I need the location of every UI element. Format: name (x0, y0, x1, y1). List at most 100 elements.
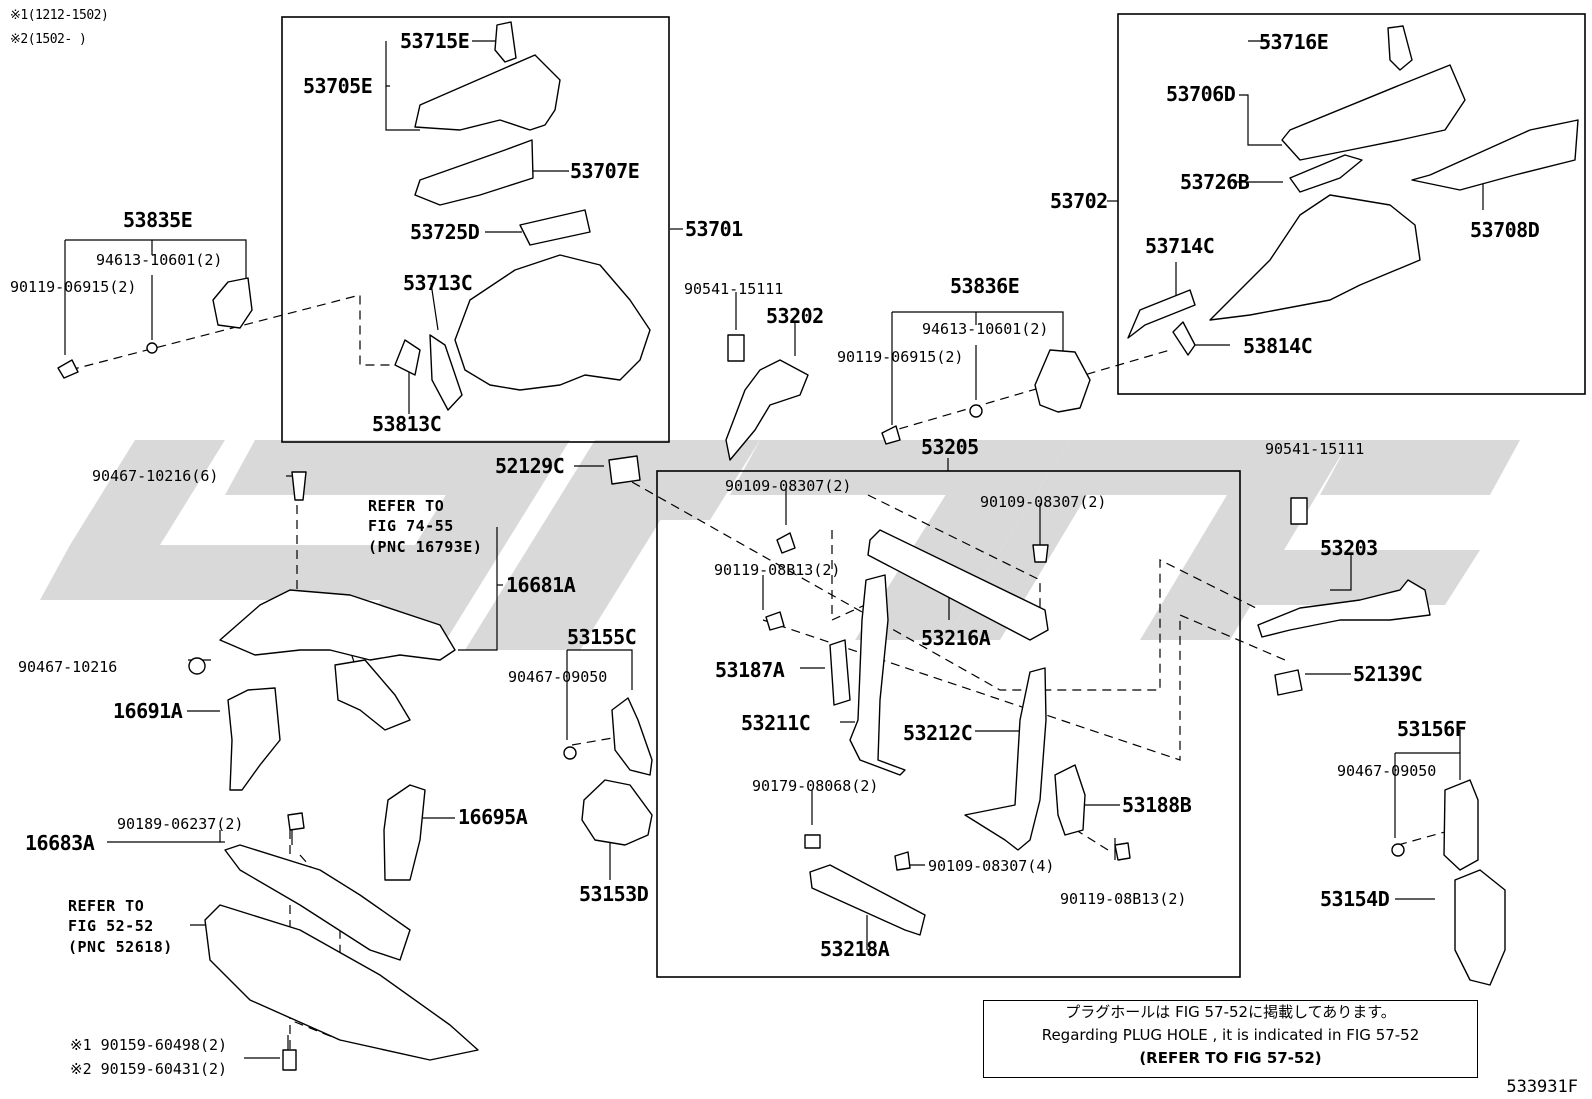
part-53153D (581, 779, 653, 846)
label-90159-60498[interactable]: ※1 90159-60498(2) (70, 1036, 228, 1054)
label-90467-09050-right[interactable]: 90467-09050 (1337, 762, 1437, 780)
label-53187A[interactable]: 53187A (715, 658, 785, 682)
label-90541-15111-right[interactable]: 90541-15111 (1265, 440, 1365, 458)
label-53702[interactable]: 53702 (1050, 189, 1108, 213)
label-53814C[interactable]: 53814C (1243, 334, 1313, 358)
label-90541-15111-left[interactable]: 90541-15111 (684, 280, 784, 298)
label-53708D[interactable]: 53708D (1470, 218, 1540, 242)
label-53154D[interactable]: 53154D (1320, 887, 1390, 911)
part-90541-right (1290, 497, 1308, 525)
label-53707E[interactable]: 53707E (570, 159, 640, 183)
label-53205[interactable]: 53205 (921, 435, 979, 459)
label-53155C[interactable]: 53155C (567, 625, 637, 649)
bolt-90109-a (776, 532, 796, 554)
label-53705E[interactable]: 53705E (303, 74, 373, 98)
refer-fig-74-55-line3: (PNC 16793E) (368, 538, 483, 556)
note-line-japanese: プラグホールは FIG 57-52に掲載してあります。 (1065, 1003, 1396, 1021)
part-53813C (394, 339, 421, 376)
label-53715E[interactable]: 53715E (400, 29, 470, 53)
part-53716E (1387, 25, 1413, 71)
watermark-logo (40, 440, 1520, 650)
label-53713C[interactable]: 53713C (403, 271, 473, 295)
label-53202[interactable]: 53202 (766, 304, 824, 328)
label-52139C[interactable]: 52139C (1353, 662, 1423, 686)
bolt-90109-c (894, 851, 911, 871)
label-53835E[interactable]: 53835E (123, 208, 193, 232)
nut-90179 (804, 834, 821, 849)
part-53705E (414, 54, 561, 131)
note-line-english: Regarding PLUG HOLE , it is indicated in… (1041, 1026, 1420, 1044)
label-53203[interactable]: 53203 (1320, 536, 1378, 560)
bolt-90119-b (1114, 842, 1131, 861)
label-90119-08B13-a[interactable]: 90119-08B13(2) (714, 561, 841, 579)
label-53813C[interactable]: 53813C (372, 412, 442, 436)
label-90119-06915-left[interactable]: 90119-06915(2) (10, 278, 137, 296)
refer-fig-74-55-line2[interactable]: FIG 74-55 (368, 517, 454, 535)
label-53153D[interactable]: 53153D (579, 882, 649, 906)
part-53216A (867, 529, 1049, 641)
part-53713C (454, 254, 651, 391)
label-16691A[interactable]: 16691A (113, 699, 183, 723)
label-53726B[interactable]: 53726B (1180, 170, 1250, 194)
part-16695A (383, 784, 426, 881)
part-52129C (608, 455, 641, 485)
refer-fig-74-55-line1: REFER TO (368, 497, 445, 515)
label-90189-06237[interactable]: 90189-06237(2) (117, 815, 244, 833)
label-90159-60431[interactable]: ※2 90159-60431(2) (70, 1060, 228, 1078)
plug-hole-note: プラグホールは FIG 57-52に掲載してあります。 Regarding PL… (983, 1000, 1478, 1078)
label-90467-09050-left[interactable]: 90467-09050 (508, 668, 608, 686)
part-53212C (964, 667, 1047, 851)
note-line-reference[interactable]: (REFER TO FIG 57-52) (1139, 1049, 1322, 1067)
label-53188B[interactable]: 53188B (1122, 793, 1192, 817)
label-90109-08307-b[interactable]: 90109-08307(2) (980, 493, 1107, 511)
label-90467-10216-6[interactable]: 90467-10216(6) (92, 467, 219, 485)
label-16681A[interactable]: 16681A (506, 573, 576, 597)
label-53706D[interactable]: 53706D (1166, 82, 1236, 106)
part-53218A (809, 864, 926, 936)
part-16683A (224, 844, 411, 961)
label-90119-06915-right[interactable]: 90119-06915(2) (837, 348, 964, 366)
refer-fig-52-52-line1: REFER TO (68, 897, 145, 915)
refer-fig-52-52-line2[interactable]: FIG 52-52 (68, 917, 154, 935)
label-53716E[interactable]: 53716E (1259, 30, 1329, 54)
bolt-90159 (282, 1049, 297, 1071)
label-90119-08B13-b[interactable]: 90119-08B13(2) (1060, 890, 1187, 908)
part-53707E (414, 139, 534, 206)
label-53212C[interactable]: 53212C (903, 721, 973, 745)
label-53216A[interactable]: 53216A (921, 626, 991, 650)
part-53725D (519, 209, 591, 246)
label-90467-10216[interactable]: 90467-10216 (18, 658, 118, 676)
label-52129C[interactable]: 52129C (495, 454, 565, 478)
label-90109-08307-a[interactable]: 90109-08307(2) (725, 477, 852, 495)
label-53714C[interactable]: 53714C (1145, 234, 1215, 258)
washer-right (969, 404, 983, 418)
clip-90467-09050-r (1391, 843, 1405, 857)
part-52139C (1274, 669, 1303, 696)
label-90109-08307-4[interactable]: 90109-08307(4) (928, 857, 1055, 875)
label-53156F[interactable]: 53156F (1397, 717, 1467, 741)
part-53715E (494, 21, 517, 63)
leader-lines (64, 40, 1484, 1060)
part-53708D (1411, 119, 1579, 191)
label-94613-10601-right[interactable]: 94613-10601(2) (922, 320, 1049, 338)
part-53202 (725, 359, 809, 461)
label-53218A[interactable]: 53218A (820, 937, 890, 961)
part-53188B (1054, 764, 1086, 836)
label-53725D[interactable]: 53725D (410, 220, 480, 244)
label-94613-10601-left[interactable]: 94613-10601(2) (96, 251, 223, 269)
bolt-90119-a (765, 611, 785, 631)
label-53836E[interactable]: 53836E (950, 274, 1020, 298)
label-53701[interactable]: 53701 (685, 217, 743, 241)
label-53211C[interactable]: 53211C (741, 711, 811, 735)
part-wheel-house (1209, 194, 1421, 321)
legend-line-2: ※2(1502- ) (10, 32, 87, 47)
label-16683A[interactable]: 16683A (25, 831, 95, 855)
label-16695A[interactable]: 16695A (458, 805, 528, 829)
clip-90467-09050-l (563, 746, 577, 760)
bolt-right (881, 425, 901, 445)
frame-53702 (1117, 13, 1586, 395)
bolt-left (57, 359, 79, 379)
label-90179-08068[interactable]: 90179-08068(2) (752, 777, 879, 795)
